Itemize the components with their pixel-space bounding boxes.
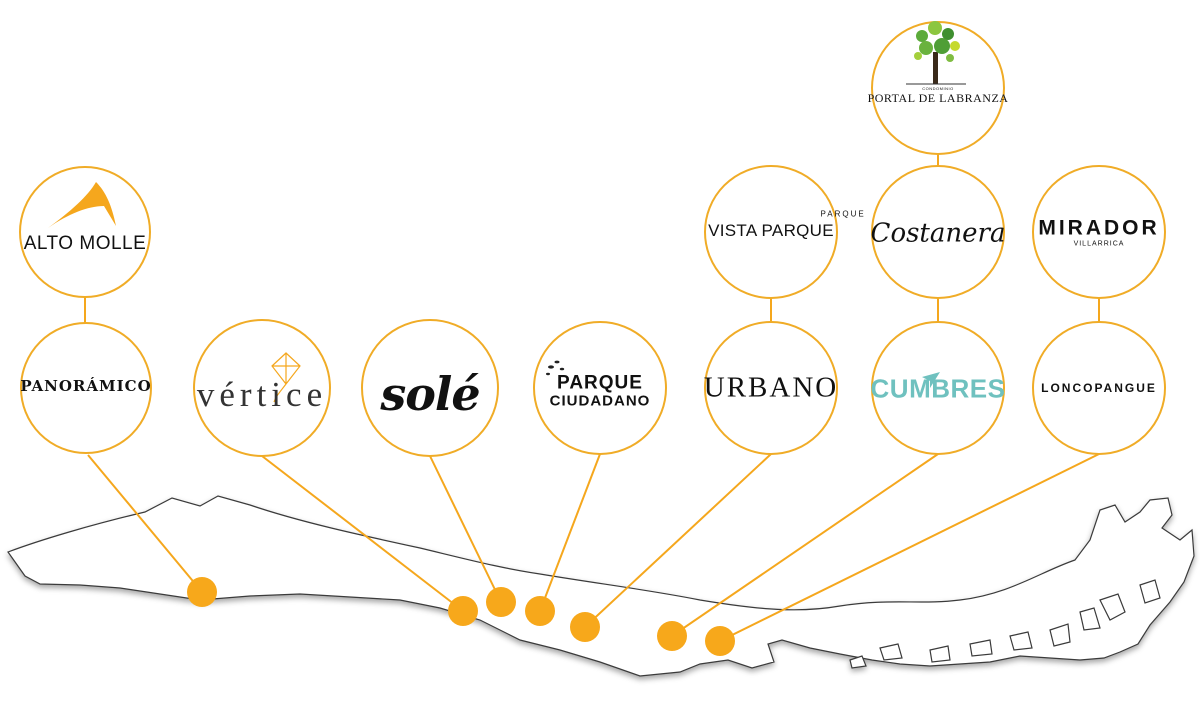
mirador-logo: MIRADOR VILLARRICA: [1038, 217, 1159, 248]
location-dot[interactable]: [486, 587, 516, 617]
mirador-circle[interactable]: [1032, 165, 1166, 299]
vertice-logo: vértice: [196, 375, 328, 414]
tree-icon: [906, 21, 966, 85]
kite-icon: [271, 352, 301, 403]
connector-line: [719, 453, 1100, 642]
location-dot[interactable]: [705, 626, 735, 656]
leaves-icon: [546, 360, 565, 376]
portal-labranza-logo: CONDOMINIO PORTAL DE LABRANZA: [868, 86, 1009, 106]
costanera-label: Costanera: [870, 218, 1006, 249]
vista-parque-circle[interactable]: [704, 165, 838, 299]
panoramico-circle[interactable]: [20, 322, 152, 454]
costanera-small-label: PARQUE: [820, 209, 866, 219]
connector-line: [429, 455, 502, 603]
project-circles: [19, 21, 1166, 457]
connector-line: [87, 454, 203, 593]
portal-labranza-small-label: CONDOMINIO: [922, 86, 954, 91]
map-outline: [7, 495, 1195, 677]
location-dot[interactable]: [525, 596, 555, 626]
alto-molle-circle[interactable]: [19, 166, 151, 298]
connector-lines: [84, 154, 1100, 642]
arrow-icon: [922, 372, 940, 388]
parque-ciudadano-circle[interactable]: [533, 321, 667, 455]
vista-parque-logo: VISTA PARQUE: [708, 221, 834, 240]
panoramico-logo: PANORÁMICO: [20, 377, 152, 395]
loncopangue-logo: LONCOPANGUE: [1041, 381, 1157, 395]
urbano-circle[interactable]: [704, 321, 838, 455]
mirador-label: MIRADOR: [1038, 216, 1160, 240]
location-dots: [187, 577, 735, 656]
sail-icon: [48, 182, 116, 228]
parque-ciudadano-logo: PARQUE CIUDADANO: [549, 372, 651, 410]
location-dot[interactable]: [570, 612, 600, 642]
parque-ciudadano-line2: CIUDADANO: [549, 392, 651, 410]
costanera-logo: PARQUE Costanera: [821, 210, 1006, 249]
cumbres-logo: CUMBRES: [870, 373, 1006, 404]
costanera-circle[interactable]: [871, 165, 1005, 299]
location-dot[interactable]: [657, 621, 687, 651]
connector-line: [584, 453, 772, 628]
sole-logo: solé: [380, 367, 480, 421]
connector-line: [539, 453, 601, 612]
alto-molle-logo: ALTO MOLLE: [23, 233, 147, 254]
portal-labranza-label: PORTAL DE LABRANZA: [867, 91, 1009, 105]
sole-circle[interactable]: [361, 319, 499, 457]
loncopangue-circle[interactable]: [1032, 321, 1166, 455]
location-dot[interactable]: [448, 596, 478, 626]
cumbres-circle[interactable]: [871, 321, 1005, 455]
connector-line: [261, 455, 464, 612]
vertice-circle[interactable]: [193, 319, 331, 457]
connector-line: [671, 453, 939, 637]
parque-ciudadano-line1: PARQUE: [557, 372, 643, 394]
location-dot[interactable]: [187, 577, 217, 607]
mirador-villarrica-label: VILLARRICA: [1073, 240, 1125, 248]
urbano-logo: URBANO: [703, 371, 839, 404]
